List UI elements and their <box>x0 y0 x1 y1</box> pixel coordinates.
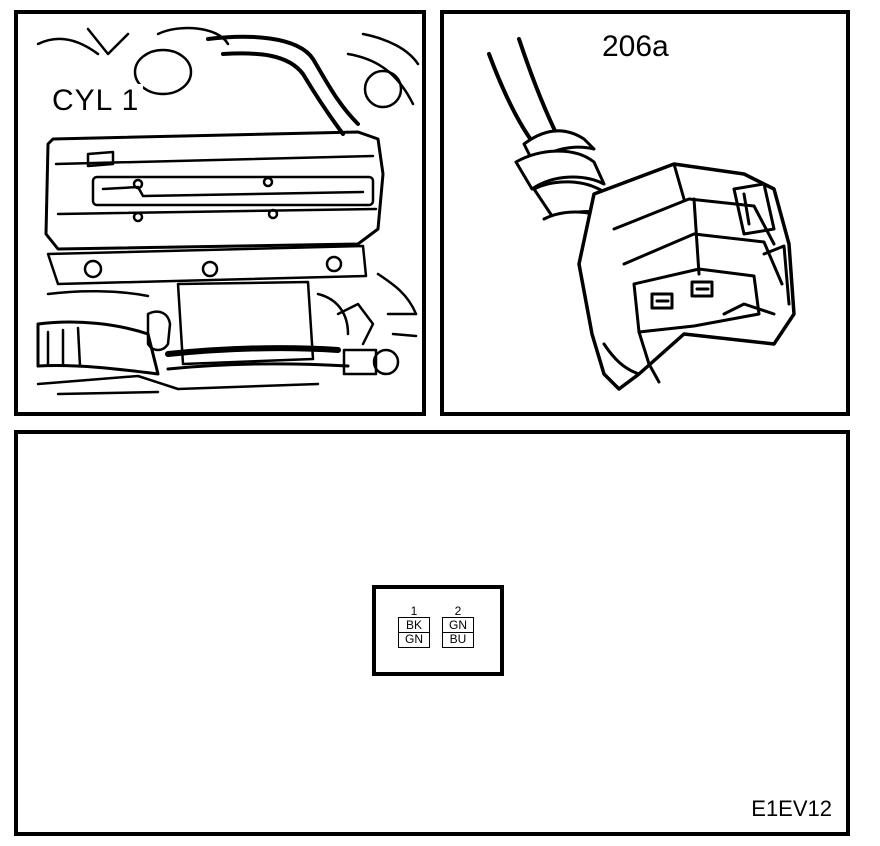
wire-color-bottom: BU <box>443 632 473 646</box>
pin-number: 1 <box>410 604 418 618</box>
pinout-panel: 1 BK GN 2 GN BU E1EV12 <box>14 430 850 836</box>
cylinder-label: CYL 1 <box>48 84 144 118</box>
engine-bay-illustration <box>36 26 420 396</box>
pin-wire-colors: GN BU <box>442 617 474 648</box>
connector-illustration <box>487 37 796 391</box>
figure-reference-code: E1EV12 <box>751 796 832 821</box>
pin-2: 2 GN BU <box>442 605 474 648</box>
pin-1: 1 BK GN <box>398 605 430 648</box>
pin-number: 2 <box>454 604 462 618</box>
wire-color-bottom: GN <box>399 632 429 646</box>
wire-color-top: GN <box>449 618 467 632</box>
pin-wire-colors: BK GN <box>398 617 430 648</box>
wire-color-top: BK <box>405 618 422 632</box>
connector-panel: 206a <box>440 10 850 416</box>
engine-bay-panel: CYL 1 <box>14 10 426 416</box>
connector-id-label: 206a <box>602 30 669 63</box>
connector-pinout-box: 1 BK GN 2 GN BU <box>372 585 504 676</box>
